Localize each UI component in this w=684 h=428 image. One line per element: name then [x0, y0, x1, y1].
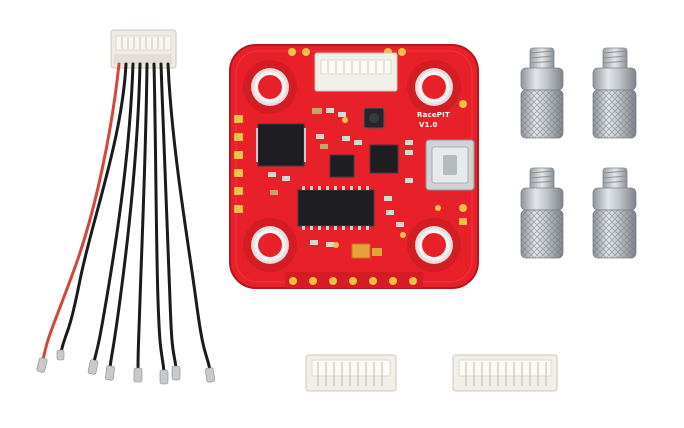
wire-harness	[36, 29, 215, 385]
passive-components	[268, 108, 441, 259]
tantalum-capacitor	[351, 243, 371, 259]
usb-port	[425, 139, 475, 191]
standoff-top-left	[520, 47, 564, 139]
wire-7	[166, 62, 212, 372]
mount-hole-top-right	[407, 60, 461, 114]
standoffs	[520, 47, 637, 259]
flash-chip	[297, 186, 375, 230]
wire-tips	[36, 349, 215, 385]
gyro-chip	[329, 154, 355, 178]
standoff-bottom-left	[520, 167, 564, 259]
wires	[41, 62, 212, 374]
standoff-top-right	[592, 47, 637, 139]
wire-3	[108, 62, 142, 370]
flight-controller-board	[229, 44, 479, 289]
loose-connector-left	[305, 354, 397, 392]
wire-1	[59, 62, 128, 354]
mcu-chip	[256, 123, 306, 167]
harness-connector	[110, 29, 177, 69]
mount-hole-bottom-right	[407, 218, 461, 272]
board-name-label: RacePIT	[417, 111, 450, 119]
osd-chip	[369, 144, 399, 174]
standoff-bottom-right	[592, 167, 637, 259]
mount-hole-top-left	[243, 60, 297, 114]
wire-2	[92, 62, 135, 364]
board-version-label: V1.0	[419, 121, 438, 129]
mount-hole-bottom-left	[243, 218, 297, 272]
wire-5	[152, 62, 166, 374]
wire-4	[136, 62, 149, 372]
right-pads	[459, 100, 467, 225]
wire-6	[159, 62, 178, 370]
mount-holes	[243, 60, 461, 272]
loose-connector-right	[452, 354, 558, 392]
left-pads	[234, 115, 243, 213]
bottom-pads	[285, 272, 423, 288]
board-connector	[314, 52, 398, 92]
wire-red	[41, 62, 121, 362]
